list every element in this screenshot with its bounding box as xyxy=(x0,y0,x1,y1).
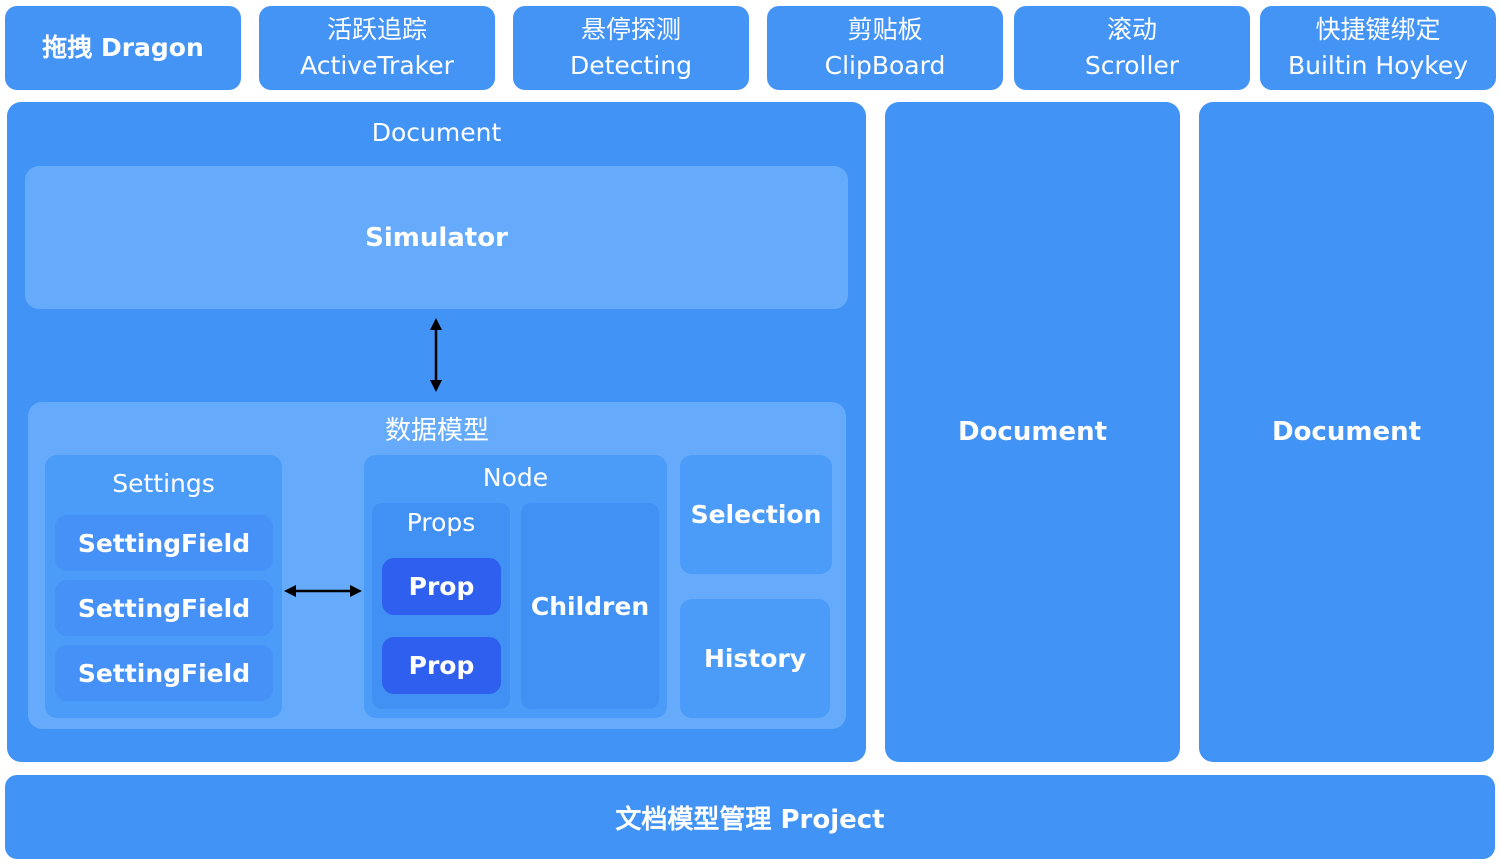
module-scroller-en: Scroller xyxy=(1084,51,1180,80)
data-model-title: 数据模型 xyxy=(384,416,489,446)
selection-label: Selection xyxy=(690,500,822,529)
module-scroller-cn: 滚动 xyxy=(1106,15,1157,44)
side-document-label: Document xyxy=(1271,417,1422,447)
simulator-label: Simulator xyxy=(365,222,508,253)
simulator-datamodel-arrow xyxy=(430,318,442,392)
module-dragon-label: 拖拽 Dragon xyxy=(42,33,204,62)
main-document-title: Document xyxy=(371,118,502,147)
module-clipboard-cn: 剪贴板 xyxy=(847,15,923,44)
module-hotkey-cn: 快捷键绑定 xyxy=(1315,15,1441,44)
prop-item: Prop xyxy=(382,558,501,615)
settings-title: Settings xyxy=(112,469,215,498)
module-hotkey: 快捷键绑定 Builtin Hoykey xyxy=(1260,6,1496,90)
module-detecting: 悬停探测 Detecting xyxy=(513,6,749,90)
props-title: Props xyxy=(406,508,476,537)
setting-field: SettingField xyxy=(55,645,273,701)
setting-field: SettingField xyxy=(55,580,273,636)
side-document: Document xyxy=(1199,102,1494,762)
side-document: Document xyxy=(885,102,1180,762)
module-active-tracker: 活跃追踪 ActiveTraker xyxy=(259,6,495,90)
module-detecting-en: Detecting xyxy=(569,51,693,80)
module-detecting-cn: 悬停探测 xyxy=(580,15,681,44)
children-block: Children xyxy=(521,503,659,709)
simulator-box: Simulator xyxy=(25,166,848,309)
module-clipboard: 剪贴板 ClipBoard xyxy=(767,6,1003,90)
project-bar: 文档模型管理 Project xyxy=(5,775,1495,859)
module-scroller: 滚动 Scroller xyxy=(1014,6,1250,90)
module-clipboard-en: ClipBoard xyxy=(824,51,946,80)
setting-field: SettingField xyxy=(55,515,273,571)
side-document-label: Document xyxy=(957,417,1108,447)
children-label: Children xyxy=(530,591,650,621)
module-active-tracker-en: ActiveTraker xyxy=(300,51,454,80)
selection-block: Selection xyxy=(680,455,832,574)
module-active-tracker-cn: 活跃追踪 xyxy=(326,15,427,44)
settings-node-arrow xyxy=(284,585,362,597)
prop-item: Prop xyxy=(382,637,501,694)
node-title: Node xyxy=(482,463,549,492)
module-hotkey-en: Builtin Hoykey xyxy=(1287,51,1469,80)
module-dragon: 拖拽 Dragon xyxy=(5,6,241,90)
history-label: History xyxy=(703,644,807,673)
project-label: 文档模型管理 Project xyxy=(615,804,885,835)
history-block: History xyxy=(680,599,830,718)
